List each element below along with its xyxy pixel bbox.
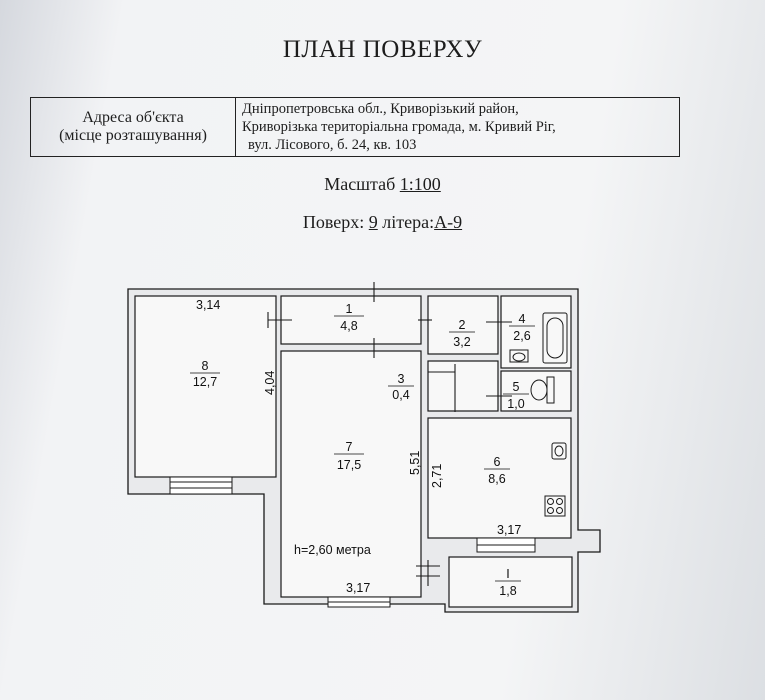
dim-room8-width: 3,14: [196, 298, 220, 312]
address-line-3: вул. Лісового, б. 24, кв. 103: [248, 137, 417, 153]
room-7-shape: [280, 350, 422, 598]
room-labels: 8 12,7 1 4,8 2 3,2 4 2,6 3 0,4 5 1,0 7 1…: [190, 302, 535, 598]
floor-label: Поверх:: [302, 212, 365, 232]
room-8-area: 12,7: [193, 375, 217, 389]
room-2-area: 3,2: [453, 335, 470, 349]
room-1-number: 1: [346, 302, 353, 316]
dim-room6-height: 2,71: [430, 464, 444, 488]
room-2-shape: [427, 295, 499, 355]
room-6-shape: [427, 417, 572, 539]
windows: [169, 476, 536, 608]
room-1-shape: [280, 295, 422, 345]
room-8-number: 8: [202, 359, 209, 373]
room-3-area: 0,4: [392, 388, 409, 402]
dimension-labels: 3,14 4,04 5,51 2,71 3,17 3,17 h=2,60 мет…: [196, 298, 521, 595]
scale-line: Масштаб 1:100: [0, 174, 765, 195]
room-8-shape: [134, 295, 277, 478]
room-3-shape: [427, 360, 499, 412]
room-1-area: 4,8: [340, 319, 357, 333]
toilet-bowl-icon: [530, 379, 548, 401]
dim-room8-height: 4,04: [263, 371, 277, 395]
page-title: ПЛАН ПОВЕРХУ: [282, 36, 483, 63]
address-label-line2: (місце розташування): [59, 127, 207, 144]
address-line-2: Криворізька територіальна громада, м. Кр…: [242, 119, 556, 135]
fixtures: [509, 312, 568, 517]
balcony-shape: [448, 556, 573, 608]
liter-label: літера:: [382, 212, 435, 232]
sink-icon: [509, 349, 529, 363]
window-room-8: [169, 476, 233, 495]
kitchen-sink-bowl-icon: [554, 445, 564, 457]
room-2-number: 2: [459, 318, 466, 332]
address-label-line1: Адреса об'єкта: [82, 109, 184, 126]
room-5-number: 5: [513, 380, 520, 394]
room-4-area: 2,6: [513, 329, 530, 343]
room-3-number: 3: [398, 372, 405, 386]
stove-burner-icon: [547, 507, 554, 514]
scale-label: Масштаб: [324, 174, 396, 194]
room-5-shape: [500, 370, 572, 412]
room-6-area: 8,6: [488, 472, 505, 486]
address-label: Адреса об'єкта (місце розташування): [31, 98, 236, 156]
stove-burner-icon: [556, 507, 563, 514]
stove-burner-icon: [556, 498, 563, 505]
address-table: Адреса об'єкта (місце розташування) Дніп…: [30, 97, 680, 157]
kitchen-sink-icon: [551, 442, 567, 460]
scale-value: 1:100: [399, 174, 441, 194]
room-7-area: 17,5: [337, 458, 361, 472]
balcony-area: 1,8: [499, 584, 516, 598]
floor-line: Поверх: 9 літера:А-9: [0, 212, 765, 233]
balcony-number: I: [506, 567, 509, 581]
bathtub-icon: [542, 312, 568, 364]
dim-room7-width: 3,17: [346, 581, 370, 595]
stove-icon: [544, 495, 566, 517]
ceiling-height: h=2,60 метра: [294, 543, 371, 557]
room-5-area: 1,0: [507, 397, 524, 411]
doors: [267, 282, 512, 586]
dim-room7-height: 5,51: [408, 451, 422, 475]
room-6-number: 6: [494, 455, 501, 469]
floor-value: 9: [368, 212, 378, 232]
dim-room6-width: 3,17: [497, 523, 521, 537]
liter-value: А-9: [434, 212, 463, 232]
stove-burner-icon: [547, 498, 554, 505]
room-4-shape: [500, 295, 572, 369]
address-value: Дніпропетровська обл., Криворізький райо…: [236, 98, 679, 156]
bathtub-basin-icon: [546, 317, 564, 359]
sink-bowl-icon: [512, 352, 526, 362]
address-line-1: Дніпропетровська обл., Криворізький райо…: [242, 101, 519, 117]
room-7-number: 7: [346, 440, 353, 454]
room-4-number: 4: [519, 312, 526, 326]
